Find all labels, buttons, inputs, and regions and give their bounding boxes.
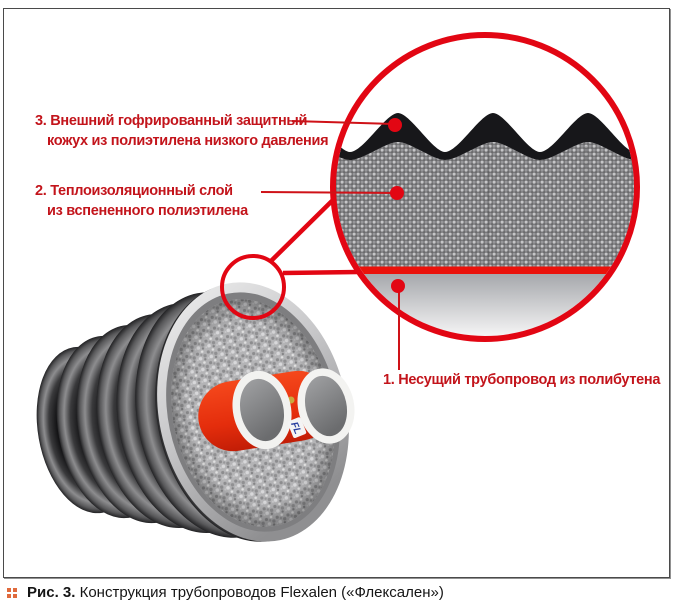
callout-dot-carrier-pipe [391,279,405,293]
carrier-pipe-right [297,368,355,444]
callout-outer-jacket-line2: кожух из полиэтилена низкого давления [47,133,329,149]
callout-insulation-line1: 2. Теплоизоляционный слой [35,183,233,199]
callout-dot-outer-jacket [388,118,402,132]
leader-line-insulation [260,191,397,194]
callout-outer-jacket-line1: 3. Внешний гофрированный защитный [35,113,308,129]
carrier-pipe-left [232,370,292,450]
callout-insulation-line2: из вспененного полиэтилена [47,203,248,219]
caption-body: Конструкция трубопроводов Flexalen («Фле… [79,584,444,601]
magnifier-lens-circle [330,32,640,342]
magnifier-connector-line-lower [282,269,359,276]
caption-bullet-icon [7,587,17,598]
callout-outer-jacket: 3. Внешний гофрированный защитный кожух … [35,111,329,151]
leader-line-outer-jacket [291,120,395,125]
pipe-photo: FL [36,282,355,542]
pipe-logo-label: FL [287,417,307,438]
figure-caption: Рис. 3. Конструкция трубопроводов Flexal… [7,584,444,601]
layer-pipe-interior [336,274,634,336]
layer-insulation [336,142,634,267]
callout-insulation: 2. Теплоизоляционный слой из вспененного… [35,181,248,221]
callout-leaders [260,118,405,370]
layer-carrier-pipe-wall [336,266,634,274]
callout-carrier-pipe-line1: 1. Несущий трубопровод из полибутена [383,372,661,388]
magnifier-source-circle [220,254,286,320]
magnifier-connector-line-upper [269,195,338,263]
callout-dot-insulation [390,186,404,200]
pipe-logo-text: FL [288,420,303,435]
caption-text: Рис. 3. Конструкция трубопроводов Flexal… [27,584,444,601]
carrier-pipes: FL [198,368,355,452]
caption-prefix: Рис. 3. [27,584,76,601]
magnified-cross-section [330,32,640,342]
callout-carrier-pipe: 1. Несущий трубопровод из полибутена [383,370,660,390]
